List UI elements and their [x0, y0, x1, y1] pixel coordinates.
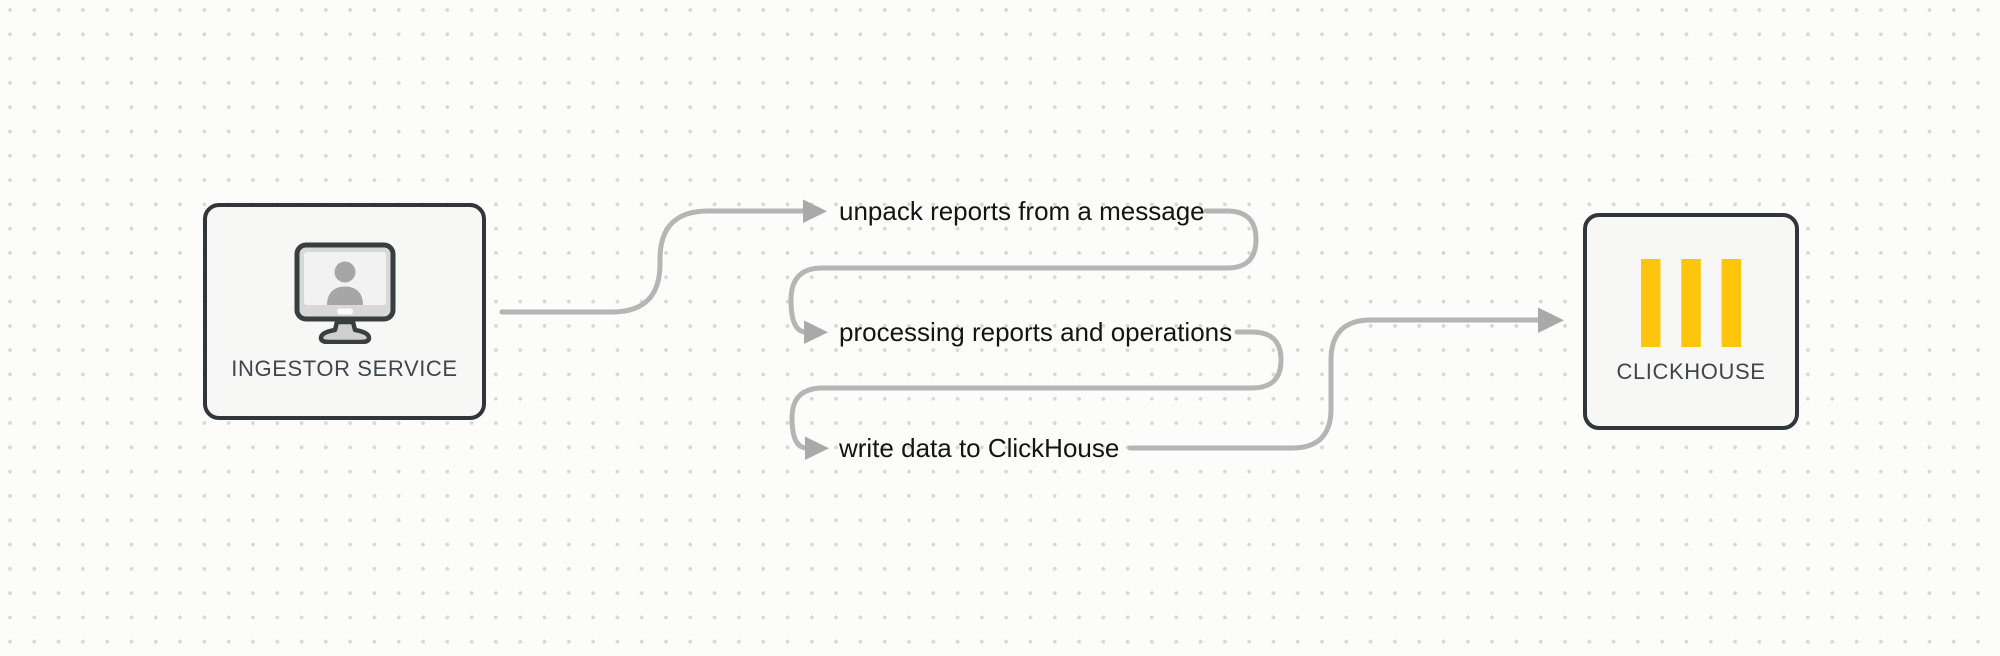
- clickhouse-logo-icon: [1641, 258, 1741, 347]
- connector-ingestor-to-step1: [499, 199, 827, 315]
- arrowhead-step2: [804, 320, 828, 344]
- arrowhead-step1: [803, 199, 827, 223]
- clickhouse-label: CLICKHOUSE: [1616, 358, 1766, 384]
- ingestor-service-node[interactable]: INGESTOR SERVICE: [203, 203, 486, 420]
- ingestor-service-label: INGESTOR SERVICE: [231, 355, 458, 381]
- clickhouse-node[interactable]: CLICKHOUSE: [1583, 213, 1799, 430]
- user-silhouette: [326, 261, 363, 305]
- monitor-user-icon: [294, 242, 395, 344]
- arrowhead-clickhouse: [1538, 307, 1564, 333]
- step-label-unpack: unpack reports from a message: [839, 195, 1205, 226]
- step-label-write: write data to ClickHouse: [839, 432, 1120, 463]
- step-label-processing: processing reports and operations: [839, 316, 1233, 347]
- arrowhead-step3: [805, 436, 829, 460]
